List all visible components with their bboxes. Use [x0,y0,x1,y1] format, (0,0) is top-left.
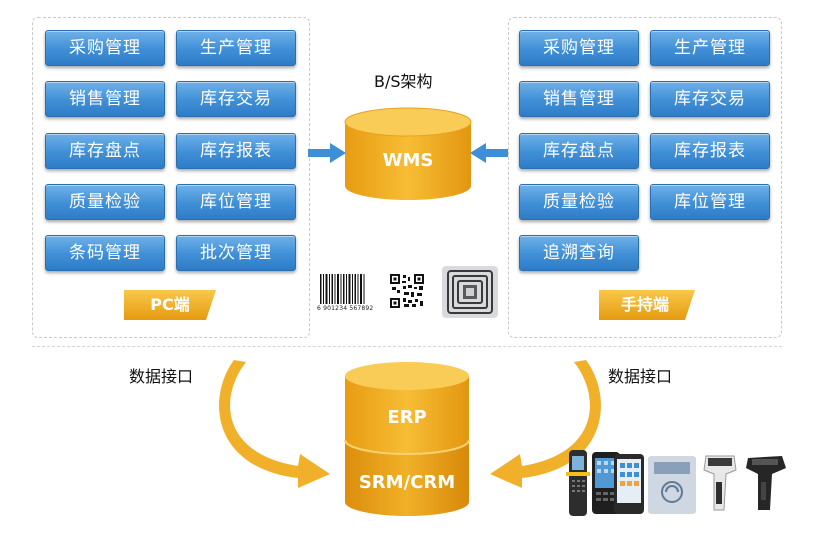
right-blue-arrow-icon [470,143,508,163]
srm-crm-label: SRM/CRM [358,472,456,493]
left-data-interface-label: 数据接口 [129,367,194,386]
handheld-button-purchase[interactable]: 采购管理 [519,30,639,66]
pc-button-sales[interactable]: 销售管理 [45,81,165,117]
handheld-button-production[interactable]: 生产管理 [650,30,770,66]
pc-button-barcode-management[interactable]: 条码管理 [45,235,165,271]
pc-tag-shape [124,290,216,320]
rfid-tag-icon [442,266,498,318]
handheld-button-traceability-query[interactable]: 追溯查询 [519,235,639,271]
barcode-scanner-black-icon [746,456,786,510]
barcode-scanner-gun-icon [703,455,737,511]
wms-label: WMS [382,150,434,171]
left-curved-arrow-icon [219,360,330,488]
rfid-reader-icon [648,456,696,514]
smartphone-terminal-icon [592,452,620,514]
right-data-interface-label: 数据接口 [608,367,673,386]
pc-button-production[interactable]: 生产管理 [176,30,296,66]
barcode-number: 6 901234 567892 [317,305,374,312]
handheld-button-quality-inspection[interactable]: 质量检验 [519,184,639,220]
erp-srm-crm-cylinder [344,362,470,516]
handheld-tag-label: 手持端 [620,295,669,314]
left-blue-arrow-icon [308,143,346,163]
pc-button-purchase[interactable]: 采购管理 [45,30,165,66]
qr-code-icon [390,274,424,308]
pc-button-batch-management[interactable]: 批次管理 [176,235,296,271]
handheld-panel [508,17,782,338]
pc-button-inventory-report[interactable]: 库存报表 [176,133,296,169]
barcode-icon [320,274,365,304]
handheld-button-inventory-report[interactable]: 库存报表 [650,133,770,169]
architecture-label: B/S架构 [374,72,433,91]
handheld-button-stocktake[interactable]: 库存盘点 [519,133,639,169]
handheld-button-inventory-transaction[interactable]: 库存交易 [650,81,770,117]
rugged-handheld-icon [566,450,590,516]
pc-button-stocktake[interactable]: 库存盘点 [45,133,165,169]
pc-button-quality-inspection[interactable]: 质量检验 [45,184,165,220]
handheld-button-sales[interactable]: 销售管理 [519,81,639,117]
pc-panel [32,17,310,338]
section-divider [32,346,782,347]
wms-cylinder [344,107,472,200]
handheld-tag-shape [599,290,695,320]
tablet-terminal-icon [614,454,644,514]
pc-button-inventory-transaction[interactable]: 库存交易 [176,81,296,117]
erp-label: ERP [387,407,427,428]
pc-tag-label: PC端 [150,295,190,314]
handheld-button-location-management[interactable]: 库位管理 [650,184,770,220]
pc-button-location-management[interactable]: 库位管理 [176,184,296,220]
